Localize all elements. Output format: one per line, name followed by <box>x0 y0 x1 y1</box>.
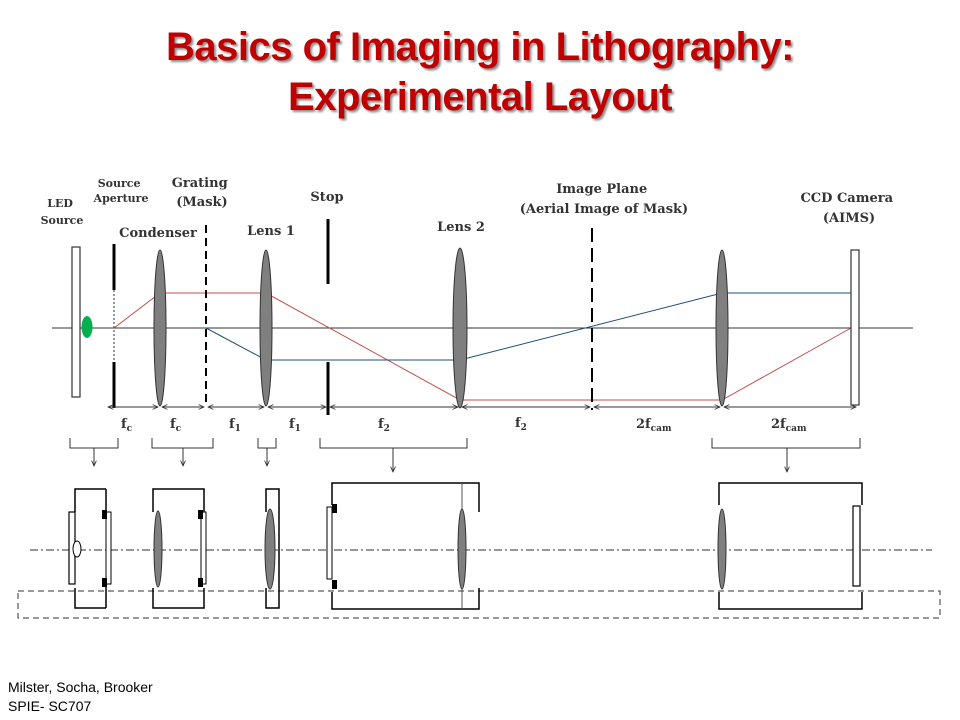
label-led-source: LED Source <box>41 197 84 227</box>
credit: Milster, Socha, Brooker SPIE- SC707 <box>8 678 153 716</box>
led-icon <box>81 316 93 338</box>
dim-fc-1: fc <box>121 417 133 434</box>
dim-f1-2: f1 <box>289 417 301 434</box>
dim-f2-2: f2 <box>515 416 527 433</box>
label-lens1: Lens 1 <box>247 224 295 239</box>
label-image-plane: Image Plane (Aerial Image of Mask) <box>520 182 688 217</box>
title-line-2: Experimental Layout <box>288 75 672 119</box>
dim-2fcam-1: 2fcam <box>636 417 672 434</box>
condenser-lens <box>153 249 167 407</box>
credit-authors: Milster, Socha, Brooker <box>8 679 153 695</box>
mount-led <box>68 488 112 609</box>
dim-f2-1: f2 <box>378 417 390 434</box>
label-stop: Stop <box>310 190 343 205</box>
slide-title: Basics of Imaging in Lithography: Experi… <box>0 22 960 122</box>
mount-camera <box>717 482 863 610</box>
mount-lens-2 <box>326 482 480 610</box>
label-grating-mask: Grating (Mask) <box>172 176 232 210</box>
blue-ray <box>205 292 851 361</box>
label-condenser: Condenser <box>119 226 197 241</box>
credit-course: SPIE- SC707 <box>8 698 92 714</box>
mount-lens-1 <box>264 488 280 609</box>
grouping-brackets <box>69 438 861 472</box>
camera-lens <box>715 249 729 407</box>
dim-2fcam-2: 2fcam <box>771 417 807 434</box>
led-source-plate <box>71 246 81 398</box>
label-ccd-camera: CCD Camera (AIMS) <box>800 191 897 226</box>
lens-1 <box>259 249 273 407</box>
red-ray <box>113 292 852 401</box>
label-lens2: Lens 2 <box>437 220 485 235</box>
ccd-camera-plate <box>850 249 860 406</box>
dim-f1-1: f1 <box>229 417 241 434</box>
label-source-aperture: Source Aperture <box>93 177 149 205</box>
title-line-1: Basics of Imaging in Lithography: <box>166 25 795 69</box>
dim-fc-2: fc <box>170 417 182 434</box>
mount-condenser <box>152 488 207 609</box>
lens-2 <box>452 247 468 409</box>
